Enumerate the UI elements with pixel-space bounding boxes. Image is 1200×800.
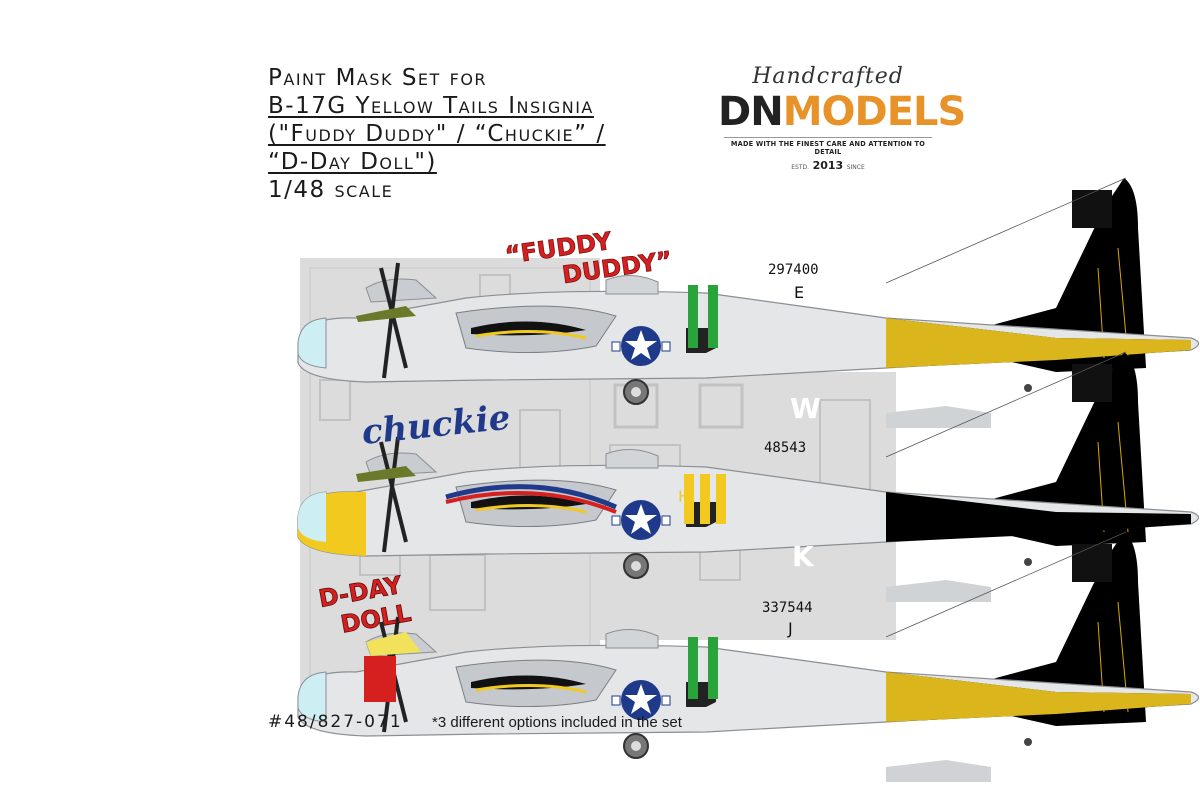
title-line-3: ("Fuddy Duddy" / “Chuckie” / xyxy=(268,121,606,147)
tail-serial-3: 337544 xyxy=(762,600,813,616)
options-note: *3 different options included in the set xyxy=(432,714,682,731)
aircraft-fuddy-duddy: .t1 .tailfill{fill:#f2c91f;stroke:#b8941… xyxy=(284,176,1200,430)
logo-tagline: MADE WITH THE FINEST CARE AND ATTENTION … xyxy=(730,140,926,156)
brand-logo: Handcrafted DNMODELS MADE WITH THE FINES… xyxy=(718,64,966,172)
tail-serial-1: 297400 xyxy=(768,262,819,278)
tail-letter-3: K xyxy=(792,540,815,573)
logo-est-prefix: ESTD. xyxy=(791,164,810,171)
logo-wordmark: DNMODELS xyxy=(718,89,966,135)
aircraft-d-day-doll: .t3 .tailfill{fill:#f2c91f;stroke:#b8941… xyxy=(284,530,1200,784)
logo-year: 2013 xyxy=(812,159,844,172)
nose-art-d-day-doll: D-DAY DOLL xyxy=(316,570,413,639)
logo-brand-dn: DN xyxy=(718,89,784,135)
scale-label: 1/48 scale xyxy=(268,177,394,203)
title-line-1: Paint Mask Set for xyxy=(268,65,488,91)
title-line-4: “D-Day Doll") xyxy=(268,149,437,175)
tail-markings-1: K 297400 E xyxy=(768,218,819,302)
logo-brand-models: MODELS xyxy=(782,89,967,135)
logo-script: Handcrafted xyxy=(752,64,904,89)
product-code: #48/827-071 xyxy=(268,712,403,732)
title-line-2: B-17G Yellow Tails Insignia xyxy=(268,93,594,119)
product-title: Paint Mask Set for B-17G Yellow Tails In… xyxy=(268,64,718,204)
tail-code-1: E xyxy=(794,283,804,302)
logo-est-suffix: SINCE xyxy=(846,164,865,171)
tail-serial-2: 48543 xyxy=(764,440,806,456)
logo-divider xyxy=(724,137,932,138)
tail-letter-2: W xyxy=(790,392,821,425)
aircraft-chuckie: .t2 .tailfill{fill:#f2c91f;stroke:#b8941… xyxy=(284,350,1200,604)
tail-code-3: J xyxy=(787,619,793,638)
tail-letter-1: K xyxy=(792,218,815,251)
tail-code-2: H xyxy=(678,487,690,506)
tail-markings-3: K 337544 J xyxy=(762,540,815,638)
tail-markings-2: W 48543 H xyxy=(678,392,821,506)
logo-established: ESTD. 2013 SINCE xyxy=(718,159,938,172)
